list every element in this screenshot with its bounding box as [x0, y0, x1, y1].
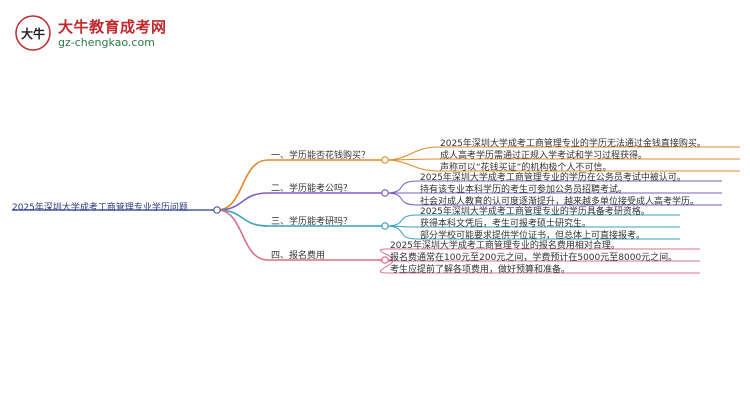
branch-label: 四、报名费用	[271, 251, 326, 261]
leaf-connector	[384, 180, 419, 194]
leaf-text: 获得本科文凭后，考生可报考硕士研究生。	[420, 219, 592, 229]
leaf-text: 报名费通常在100元至200元之间，学费预计在5000元至8000元之间。	[390, 253, 678, 263]
leaf-text: 声称可以“花钱买证”的机构极个人不可信。	[440, 163, 612, 173]
leaf-connector	[379, 259, 394, 274]
branch-label: 三、学历能考研吗？	[271, 217, 353, 227]
leaf-text: 2025年深圳大学成考工商管理专业的学历在公务员考试中被认可。	[420, 173, 686, 183]
root-topic: 2025年深圳大学成考工商管理专业学历问题	[12, 203, 188, 213]
leaf-text: 考生应提前了解各项费用，做好预算和准备。	[390, 265, 571, 275]
branch-node-dot	[381, 256, 389, 264]
leaf-connector	[384, 225, 419, 240]
branch-connector	[216, 209, 269, 261]
leaf-connector	[384, 192, 419, 206]
leaf-text: 2025年深圳大学成考工商管理专业的报名费用相对合理。	[390, 241, 620, 251]
logo-mark-text: 大牛	[21, 26, 45, 41]
leaf-text: 社会对成人教育的认可度逐渐提升，越来越多单位接受成人高考学历。	[420, 197, 700, 207]
branch-node-dot	[381, 222, 389, 230]
leaf-text: 持有该专业本科学历的考生可参加公务员招聘考试。	[420, 185, 628, 195]
branch-connector	[216, 209, 269, 227]
leaf-connector	[384, 159, 439, 172]
leaf-connector	[384, 214, 419, 227]
leaf-text: 成人高考学历需通过正规入学考试和学习过程获得。	[440, 151, 648, 161]
logo-mark-icon: 大牛	[15, 15, 51, 51]
leaf-text: 2025年深圳大学成考工商管理专业的学历具备考研资格。	[420, 207, 650, 217]
leaf-text: 2025年深圳大学成考工商管理专业的学历无法通过金钱直接购买。	[440, 139, 706, 149]
branch-connector	[216, 159, 269, 211]
logo-title: 大牛教育成考网	[58, 18, 167, 36]
leaf-text: 部分学校可能要求提供学位证书，但总体上可直接报考。	[420, 231, 646, 241]
leaf-connector	[384, 146, 439, 161]
root-node-dot	[213, 206, 221, 214]
logo-url: gz-chengkao.com	[58, 36, 155, 49]
site-logo[interactable]: 大牛 大牛教育成考网 gz-chengkao.com	[14, 14, 167, 54]
branch-label: 二、学历能考公吗？	[271, 184, 353, 194]
branch-label: 一、学历能否花钱购买？	[271, 151, 371, 161]
branch-connector	[216, 192, 269, 211]
branch-node-dot	[381, 189, 389, 197]
branch-node-dot	[381, 156, 389, 164]
